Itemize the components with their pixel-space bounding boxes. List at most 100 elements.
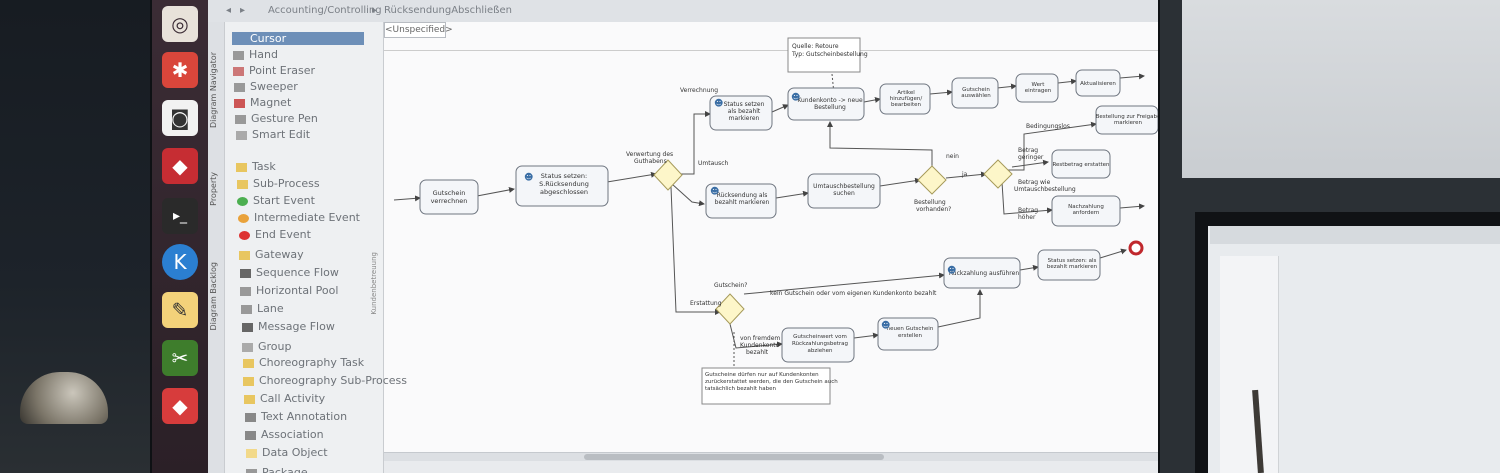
package-icon: [246, 468, 257, 473]
palette-item-group[interactable]: Group: [242, 340, 292, 353]
palette-item-label: Lane: [257, 302, 284, 315]
gateway-betrag[interactable]: [983, 159, 1013, 189]
choreography-icon: [243, 358, 254, 368]
launcher-settings-icon[interactable]: ✱: [162, 52, 198, 88]
flow-labels: Verwertung des Guthabens Verrechnung Umt…: [626, 87, 1076, 356]
launcher-active-app-icon[interactable]: ◆: [162, 388, 198, 424]
palette-item-point-eraser[interactable]: Point Eraser: [233, 64, 315, 77]
gateway-gutschein[interactable]: [715, 293, 745, 325]
breadcrumb: ◂ ▸ Accounting/Controlling ▸ Rücksendung…: [208, 0, 1158, 23]
label-verrechnung: Verrechnung: [680, 87, 718, 94]
lane-icon: [241, 304, 252, 314]
task-aktualisieren[interactable]: Aktualisieren: [1075, 69, 1121, 97]
message-flow-icon: [242, 322, 253, 332]
palette-item-label: Point Eraser: [249, 64, 316, 77]
launcher-editor-icon[interactable]: ✎: [162, 292, 198, 328]
task-rueckzahlung-ausfuehren[interactable]: Rückzahlung ausführen ☻: [943, 257, 1021, 289]
launcher-kde-icon[interactable]: K: [162, 244, 198, 280]
palette-item-smart-edit[interactable]: Smart Edit: [236, 128, 310, 141]
palette-item-text-annotation[interactable]: Text Annotation: [245, 410, 347, 423]
wall: [1182, 0, 1500, 178]
nav-forward-icon[interactable]: ▸: [240, 5, 246, 16]
palette-item-hand[interactable]: Hand: [233, 48, 278, 61]
choreography-sub-icon: [243, 376, 254, 386]
palette-item-task[interactable]: Task: [236, 160, 276, 173]
subprocess-icon: [237, 179, 248, 189]
palette-item-sub-process[interactable]: Sub-Process: [237, 177, 320, 190]
gateway-bestellung[interactable]: [917, 165, 947, 195]
palette-item-choreography-sub-process[interactable]: Choreography Sub-Process: [243, 374, 407, 387]
palette-item-package[interactable]: Package: [246, 466, 308, 473]
palette-item-magnet[interactable]: Magnet: [234, 96, 291, 109]
palette-item-data-object[interactable]: Data Object: [246, 446, 328, 459]
palette-item-horizontal-pool[interactable]: Horizontal Pool: [240, 284, 338, 297]
end-event[interactable]: [1128, 240, 1144, 256]
label-betrag-geringer-2: geringer: [1018, 154, 1044, 161]
scrollbar-thumb[interactable]: [584, 454, 884, 460]
palette-item-cursor[interactable]: Cursor: [232, 32, 364, 45]
palette-item-label: Sub-Process: [253, 177, 320, 190]
cursor-icon: [234, 34, 245, 44]
desk-lamp: [20, 372, 108, 424]
palette-item-call-activity[interactable]: Call Activity: [244, 392, 325, 405]
label-umtausch: Umtausch: [698, 160, 728, 167]
palette-item-sequence-flow[interactable]: Sequence Flow: [240, 266, 339, 279]
palette-item-association[interactable]: Association: [245, 428, 324, 441]
launcher-camera-icon[interactable]: ◙: [162, 100, 198, 136]
pool-icon: [240, 286, 251, 296]
launcher-tool-icon[interactable]: ✂: [162, 340, 198, 376]
tab-property[interactable]: Property: [209, 172, 218, 206]
diagram-canvas[interactable]: <Unspecified> Kundenbetreuung: [370, 22, 1158, 452]
palette-item-label: Task: [252, 160, 276, 173]
palette-item-end-event[interactable]: End Event: [239, 228, 311, 241]
tab-diagram-backlog[interactable]: Diagram Backlog: [209, 262, 218, 331]
breadcrumb-path[interactable]: Accounting/Controlling: [268, 5, 382, 16]
palette-item-start-event[interactable]: Start Event: [237, 194, 315, 207]
annotation-bottom[interactable]: Gutscheine dürfen nur auf Kundenkonten z…: [701, 367, 839, 405]
group-icon: [242, 342, 253, 352]
task-restbetrag[interactable]: Restbetrag erstatten: [1051, 149, 1111, 179]
canvas-tab-unspecified[interactable]: <Unspecified>: [384, 22, 453, 38]
palette-item-gesture-pen[interactable]: Gesture Pen: [235, 112, 318, 125]
nav-back-icon[interactable]: ◂: [226, 5, 232, 16]
palette-item-gateway[interactable]: Gateway: [239, 248, 304, 261]
palette-item-lane[interactable]: Lane: [241, 302, 284, 315]
svg-text:Gutscheine dürfen nur auf Kund: Gutscheine dürfen nur auf Kundenkonten z…: [705, 372, 839, 392]
launcher-terminal-icon[interactable]: ▸_: [162, 198, 198, 234]
annotation-icon: [245, 412, 256, 422]
tab-diagram-navigator[interactable]: Diagram Navigator: [209, 52, 218, 129]
palette-item-label: Group: [258, 340, 292, 353]
launcher-home-icon[interactable]: ◎: [162, 6, 198, 42]
palette-item-message-flow[interactable]: Message Flow: [242, 320, 335, 333]
label-betrag-geringer-1: Betrag: [1018, 147, 1038, 154]
label-fremd-2: Kundenkonto: [740, 342, 780, 349]
palette-item-intermediate-event[interactable]: Intermediate Event: [238, 211, 360, 224]
gateway-verwertung[interactable]: [653, 159, 683, 191]
launcher-app-icon[interactable]: ◆: [162, 148, 198, 184]
eraser-icon: [233, 66, 244, 76]
breadcrumb-file[interactable]: RücksendungAbschließen: [384, 5, 512, 16]
intermediate-event-icon: [238, 213, 249, 223]
palette-item-choreography-task[interactable]: Choreography Task: [243, 356, 364, 369]
palette-item-sweeper[interactable]: Sweeper: [234, 80, 298, 93]
horizontal-scrollbar[interactable]: [384, 452, 1158, 461]
